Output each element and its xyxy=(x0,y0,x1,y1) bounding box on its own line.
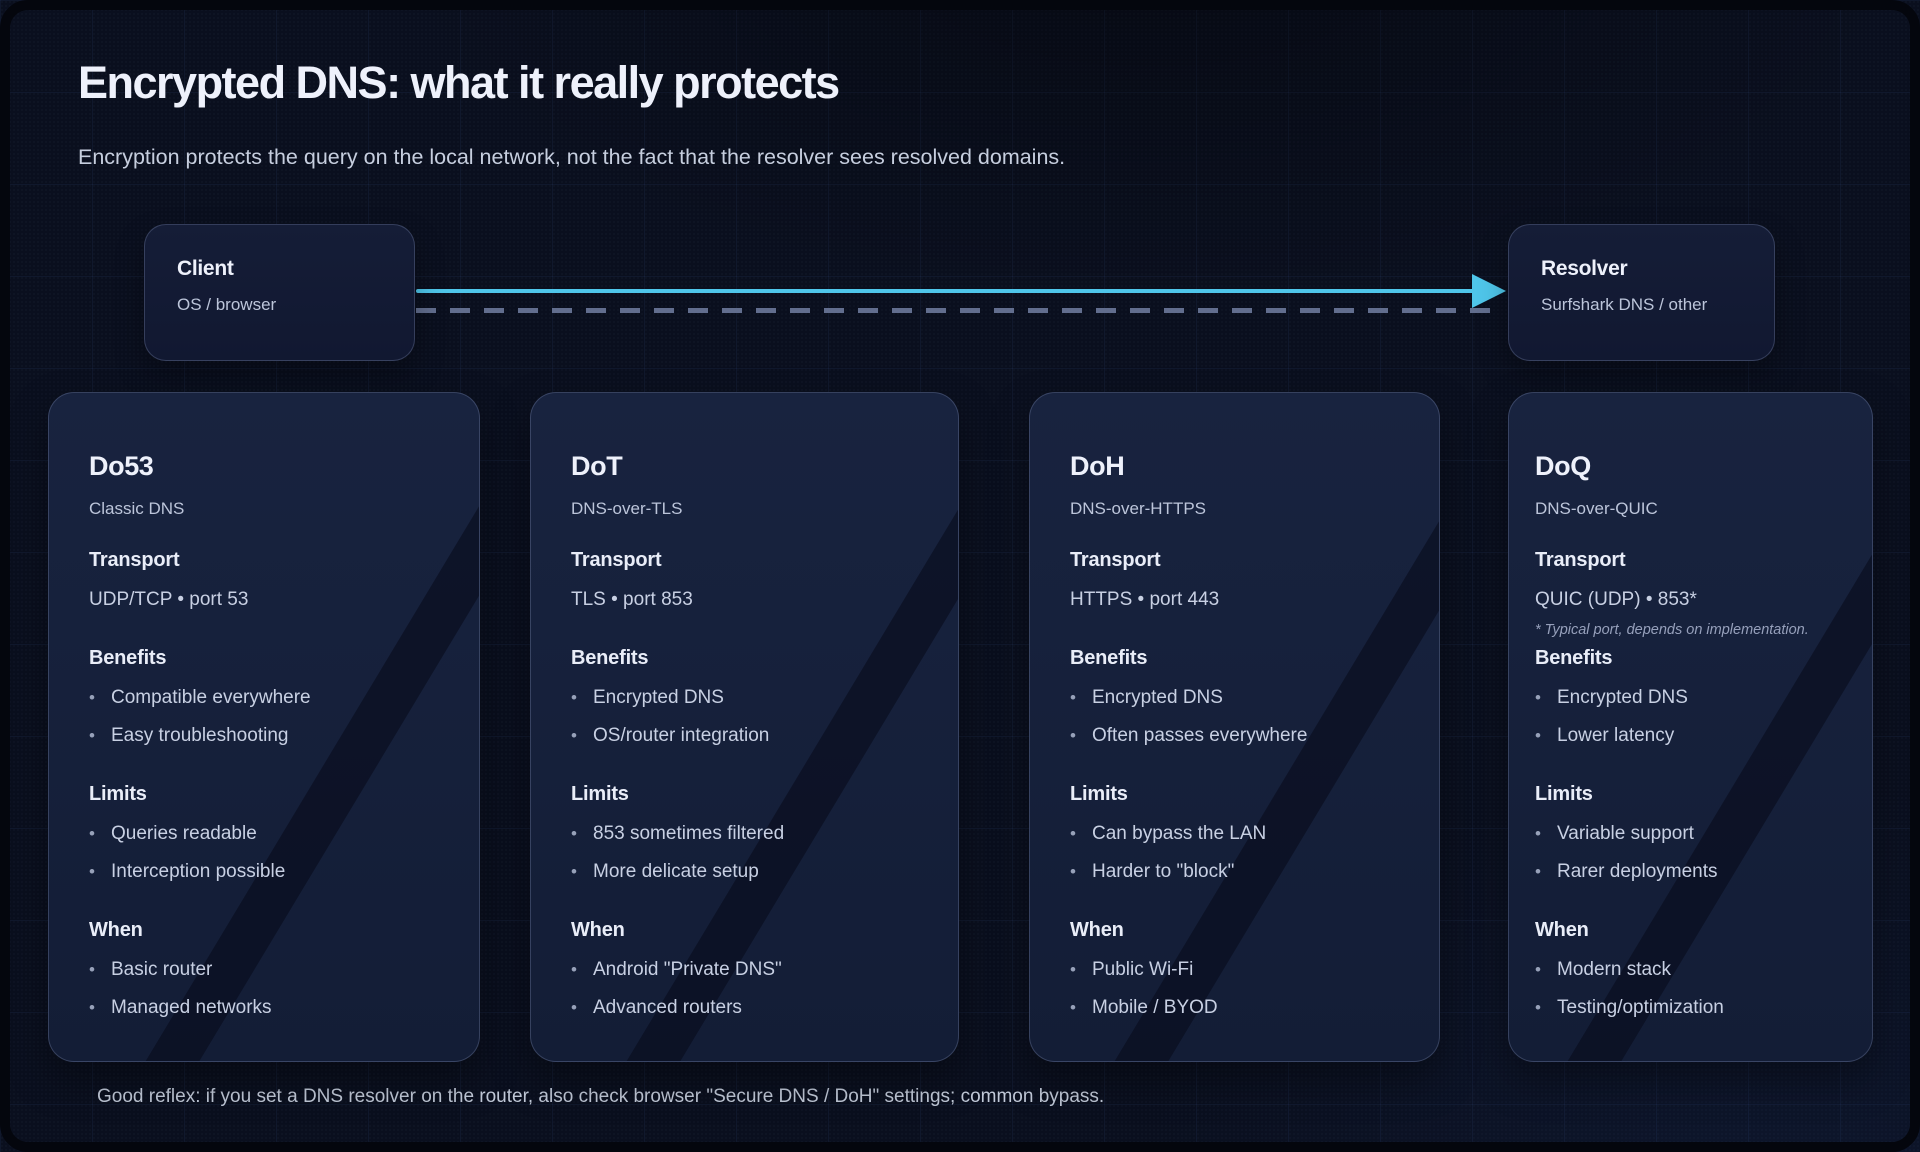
limits-section: Limits Can bypass the LAN Harder to "blo… xyxy=(1070,781,1399,891)
plain-query-dashed-line xyxy=(416,308,1502,313)
protocol-card-dot: DoT DNS-over-TLS Transport TLS • port 85… xyxy=(530,392,959,1062)
when-item: Modern stack xyxy=(1535,951,1848,989)
when-label: When xyxy=(89,919,143,941)
card-subtitle: Classic DNS xyxy=(89,499,185,518)
when-item: Advanced routers xyxy=(571,989,918,1027)
when-label: When xyxy=(571,919,625,941)
resolver-box: Resolver Surfshark DNS / other xyxy=(1508,224,1775,361)
benefit-item: Encrypted DNS xyxy=(1535,679,1848,717)
benefits-label: Benefits xyxy=(89,647,167,669)
arrow-right-icon xyxy=(1472,274,1506,308)
when-section: When Public Wi-Fi Mobile / BYOD xyxy=(1070,917,1399,1027)
when-section: When Basic router Managed networks xyxy=(89,917,439,1027)
benefits-section: Benefits Compatible everywhere Easy trou… xyxy=(89,645,439,755)
when-item: Android "Private DNS" xyxy=(571,951,918,989)
when-item: Mobile / BYOD xyxy=(1070,989,1399,1027)
client-subtitle: OS / browser xyxy=(177,295,277,314)
limits-section: Limits 853 sometimes filtered More delic… xyxy=(571,781,918,891)
benefit-item: Encrypted DNS xyxy=(571,679,918,717)
page-subtitle: Encryption protects the query on the loc… xyxy=(78,145,1066,169)
card-title: DoH xyxy=(1070,451,1125,481)
benefit-item: Compatible everywhere xyxy=(89,679,439,717)
limits-section: Limits Queries readable Interception pos… xyxy=(89,781,439,891)
limit-item: Variable support xyxy=(1535,815,1848,853)
limit-item: Can bypass the LAN xyxy=(1070,815,1399,853)
transport-section: Transport UDP/TCP • port 53 xyxy=(89,547,439,619)
transport-label: Transport xyxy=(1070,549,1161,571)
benefit-item: Encrypted DNS xyxy=(1070,679,1399,717)
transport-value: HTTPS • port 443 xyxy=(1070,589,1220,610)
when-item: Testing/optimization xyxy=(1535,989,1848,1027)
when-label: When xyxy=(1070,919,1124,941)
limit-item: Harder to "block" xyxy=(1070,853,1399,891)
when-section: When Android "Private DNS" Advanced rout… xyxy=(571,917,918,1027)
benefits-section: Benefits Encrypted DNS Often passes ever… xyxy=(1070,645,1399,755)
limits-label: Limits xyxy=(1535,783,1593,805)
when-item: Basic router xyxy=(89,951,439,989)
protocol-card-doh: DoH DNS-over-HTTPS Transport HTTPS • por… xyxy=(1029,392,1440,1062)
resolver-title: Resolver xyxy=(1541,257,1628,280)
when-section: When Modern stack Testing/optimization xyxy=(1535,917,1848,1027)
encrypted-query-line xyxy=(416,289,1474,293)
benefit-item: OS/router integration xyxy=(571,717,918,755)
when-item: Managed networks xyxy=(89,989,439,1027)
page-title: Encrypted DNS: what it really protects xyxy=(78,57,840,108)
resolver-subtitle: Surfshark DNS / other xyxy=(1541,295,1708,314)
transport-value: TLS • port 853 xyxy=(571,589,693,610)
client-title: Client xyxy=(177,257,234,280)
client-box: Client OS / browser xyxy=(144,224,415,361)
transport-footnote: * Typical port, depends on implementatio… xyxy=(1535,622,1809,638)
limit-item: Interception possible xyxy=(89,853,439,891)
protocol-card-do53: Do53 Classic DNS Transport UDP/TCP • por… xyxy=(48,392,480,1062)
when-item: Public Wi-Fi xyxy=(1070,951,1399,989)
when-label: When xyxy=(1535,919,1589,941)
limit-item: 853 sometimes filtered xyxy=(571,815,918,853)
limits-label: Limits xyxy=(89,783,147,805)
limits-label: Limits xyxy=(571,783,629,805)
benefit-item: Lower latency xyxy=(1535,717,1848,755)
footer-note: Good reflex: if you set a DNS resolver o… xyxy=(97,1086,1105,1107)
benefits-label: Benefits xyxy=(571,647,649,669)
transport-label: Transport xyxy=(89,549,180,571)
benefits-section: Benefits Encrypted DNS OS/router integra… xyxy=(571,645,918,755)
limits-label: Limits xyxy=(1070,783,1128,805)
card-title: Do53 xyxy=(89,451,154,481)
benefit-item: Often passes everywhere xyxy=(1070,717,1399,755)
limit-item: Rarer deployments xyxy=(1535,853,1848,891)
limit-item: Queries readable xyxy=(89,815,439,853)
card-title: DoQ xyxy=(1535,451,1591,481)
card-subtitle: DNS-over-TLS xyxy=(571,499,683,518)
card-subtitle: DNS-over-QUIC xyxy=(1535,499,1658,518)
limits-section: Limits Variable support Rarer deployment… xyxy=(1535,781,1848,891)
benefits-label: Benefits xyxy=(1070,647,1148,669)
limit-item: More delicate setup xyxy=(571,853,918,891)
card-subtitle: DNS-over-HTTPS xyxy=(1070,499,1207,518)
benefits-label: Benefits xyxy=(1535,647,1613,669)
transport-value: QUIC (UDP) • 853* xyxy=(1535,589,1697,610)
transport-section: Transport HTTPS • port 443 xyxy=(1070,547,1399,619)
transport-label: Transport xyxy=(571,549,662,571)
transport-section: Transport QUIC (UDP) • 853* * Typical po… xyxy=(1535,547,1848,641)
protocol-card-doq: DoQ DNS-over-QUIC Transport QUIC (UDP) •… xyxy=(1508,392,1873,1062)
transport-value: UDP/TCP • port 53 xyxy=(89,589,249,610)
card-title: DoT xyxy=(571,451,623,481)
transport-label: Transport xyxy=(1535,549,1626,571)
transport-section: Transport TLS • port 853 xyxy=(571,547,918,619)
benefits-section: Benefits Encrypted DNS Lower latency xyxy=(1535,645,1848,755)
benefit-item: Easy troubleshooting xyxy=(89,717,439,755)
